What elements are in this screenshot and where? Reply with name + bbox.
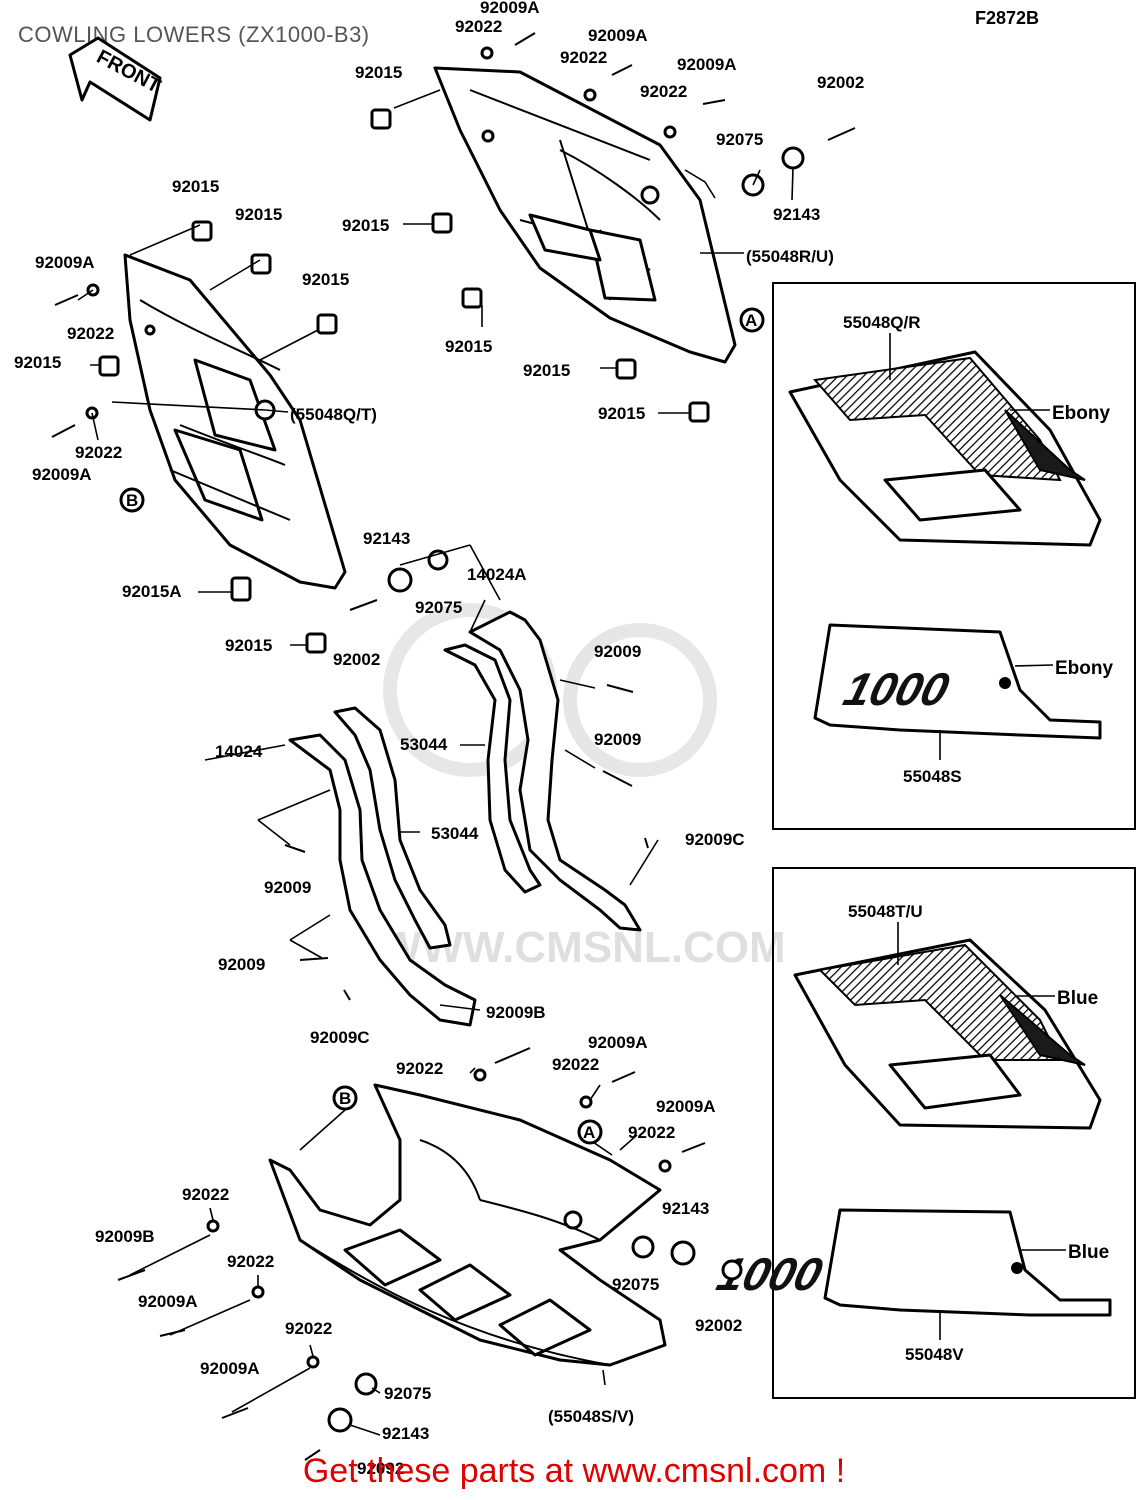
decal-upper-ebony [788, 350, 1102, 547]
upper-right-cowling [433, 66, 737, 364]
part-label: 92009A [200, 1359, 260, 1378]
part-label: 92092 [357, 1459, 404, 1478]
part-label: 92015 [342, 216, 389, 235]
part-label: 92009 [594, 730, 641, 749]
part-label: 92022 [227, 1252, 274, 1271]
color-label: Ebony [1052, 403, 1110, 424]
decal-logo-ebony: 1000 [838, 664, 954, 715]
part-label: 92015 [302, 270, 349, 289]
part-label: 92075 [716, 130, 763, 149]
part-label: 92009C [310, 1028, 370, 1047]
part-label: 92002 [333, 650, 380, 669]
decal-lower-blue: 1000 [712, 1208, 1112, 1317]
part-label: (55048Q/T) [290, 405, 377, 424]
part-label: 55048S [903, 767, 962, 786]
part-label: 92022 [75, 443, 122, 462]
part-label: 92015 [598, 404, 645, 423]
part-label: 92022 [628, 1123, 675, 1142]
part-label: 55048T/U [848, 902, 923, 921]
decal-box-blue [772, 867, 1136, 1399]
part-label: 14024A [467, 565, 527, 584]
part-label: 92022 [396, 1059, 443, 1078]
part-label: 92143 [773, 205, 820, 224]
ref-a-lower: A [583, 1123, 595, 1142]
belly-pan [268, 1083, 667, 1367]
ref-b-left: B [126, 491, 138, 510]
part-label: 92022 [285, 1319, 332, 1338]
part-label: 55048V [905, 1345, 964, 1364]
ref-markers: A B B A [119, 307, 765, 1145]
part-label: 55048Q/R [843, 313, 921, 332]
part-label: 92022 [455, 17, 502, 36]
part-label: 92002 [817, 73, 864, 92]
part-labels: 92009A 92022 92009A 92022 92009A 92022 9… [14, 0, 1113, 1478]
leader-lines [77, 89, 794, 1436]
part-label: 92015 [523, 361, 570, 380]
part-label: 53044 [431, 824, 479, 843]
part-label: 92015 [445, 337, 492, 356]
part-label: 92009A [138, 1292, 198, 1311]
color-label: Blue [1068, 1242, 1109, 1263]
part-label: 92022 [67, 324, 114, 343]
part-label: 92009 [218, 955, 265, 974]
part-label: 92009A [32, 465, 92, 484]
promo-banner[interactable]: Get these parts at www.cmsnl.com ! [302, 1452, 846, 1490]
part-label: 92009A [656, 1097, 716, 1116]
part-label: 92002 [695, 1316, 742, 1335]
part-label: 92009 [264, 878, 311, 897]
page-title: COWLING LOWERS (ZX1000-B3) [18, 22, 370, 47]
part-label: 14024 [215, 742, 263, 761]
part-label: 92022 [560, 48, 607, 67]
part-label: 92022 [640, 82, 687, 101]
center-brackets [288, 610, 642, 1027]
ref-b-lower: B [339, 1089, 351, 1108]
part-label: 92009B [95, 1227, 155, 1246]
part-label: 92009A [677, 55, 737, 74]
part-label: 92009 [594, 642, 641, 661]
part-label: 92015 [355, 63, 402, 82]
color-label: Blue [1057, 988, 1098, 1009]
part-label: 92009A [588, 1033, 648, 1052]
part-label: 92009A [588, 26, 648, 45]
part-label: (55048R/U) [746, 247, 834, 266]
part-label: 92009C [685, 830, 745, 849]
part-label: 92075 [384, 1384, 431, 1403]
part-label: 92015A [122, 582, 182, 601]
part-label: 53044 [400, 735, 448, 754]
part-label: 92143 [662, 1199, 709, 1218]
figure-code: F2872B [975, 8, 1040, 28]
part-label: 92015 [225, 636, 272, 655]
part-label: 92022 [552, 1055, 599, 1074]
part-label: 92015 [172, 177, 219, 196]
front-arrow: FRONT [68, 36, 164, 122]
part-label: 92009B [486, 1003, 546, 1022]
part-label: 92143 [382, 1424, 429, 1443]
decal-upper-blue [793, 938, 1102, 1130]
ref-a-upper: A [745, 311, 757, 330]
part-label: 92022 [182, 1185, 229, 1204]
part-label: 92075 [415, 598, 462, 617]
part-label: 92009A [35, 253, 95, 272]
color-label: Ebony [1055, 658, 1113, 679]
part-label: 92143 [363, 529, 410, 548]
part-label: (55048S/V) [548, 1407, 634, 1426]
part-label: 92075 [612, 1275, 659, 1294]
upper-left-cowling [123, 253, 347, 590]
part-label: 92015 [235, 205, 282, 224]
part-label: 92009A [480, 0, 540, 17]
part-label: 92015 [14, 353, 61, 372]
decal-lower-ebony: 1000 [813, 623, 1102, 740]
decal-box-ebony [772, 282, 1136, 830]
